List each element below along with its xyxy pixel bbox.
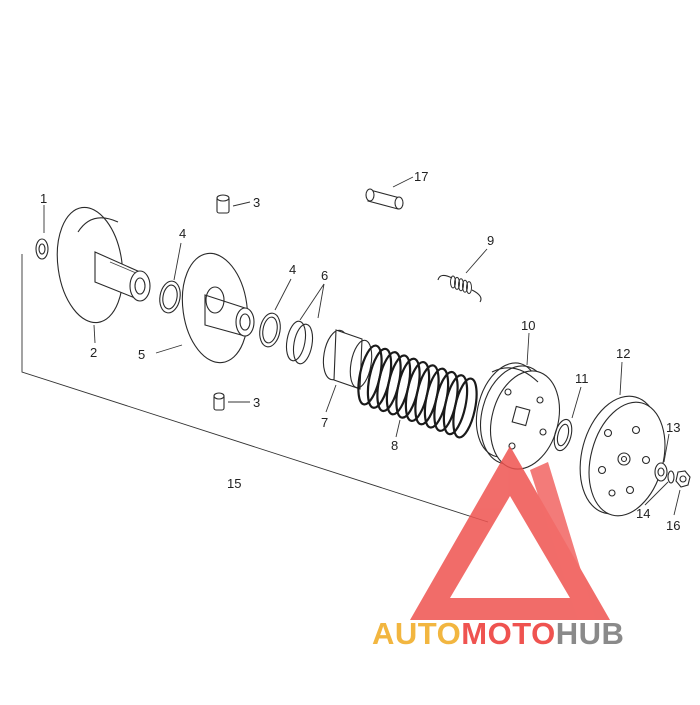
brand-part-auto: AUTO xyxy=(372,616,462,651)
callout-16: 16 xyxy=(666,518,680,533)
assembly-bracket-15 xyxy=(21,254,489,523)
part-11-ring xyxy=(553,418,573,452)
part-1-washer xyxy=(35,238,49,260)
watermark-logo-icon xyxy=(410,446,610,620)
part-3-pin-upper xyxy=(216,194,230,214)
small-spring-coil xyxy=(462,279,468,293)
spring-coil xyxy=(452,377,478,439)
callout-2: 2 xyxy=(90,345,97,360)
callout-1: 1 xyxy=(40,191,47,206)
callout-4-right: 4 xyxy=(289,262,296,277)
part-16-nut xyxy=(675,470,691,488)
callout-12: 12 xyxy=(616,346,630,361)
part-10-clutch xyxy=(475,362,560,470)
watermark-brand-text: AUTOMOTOHUB xyxy=(372,616,692,656)
part-4-o-ring-b xyxy=(259,312,281,348)
small-spring-coil xyxy=(454,276,460,290)
part-9-small-spring xyxy=(437,274,482,303)
part-17-roller xyxy=(365,188,404,210)
callout-3-lower: 3 xyxy=(253,395,260,410)
callout-9: 9 xyxy=(487,233,494,248)
callout-8: 8 xyxy=(391,438,398,453)
callout-14: 14 xyxy=(636,506,650,521)
small-spring-coil xyxy=(450,275,456,289)
callout-3-upper: 3 xyxy=(253,195,260,210)
spring-coil xyxy=(442,374,469,436)
callout-17: 17 xyxy=(414,169,428,184)
callout-15: 15 xyxy=(227,476,241,491)
brand-part-moto: MOTO xyxy=(461,616,556,651)
callout-10: 10 xyxy=(521,318,535,333)
brand-part-hub: HUB xyxy=(555,616,625,651)
small-spring-coil xyxy=(466,281,472,295)
part-12-clutch-bell xyxy=(579,395,666,517)
callout-11: 11 xyxy=(575,371,589,386)
callout-5: 5 xyxy=(138,347,145,362)
part-7-sleeve xyxy=(322,329,373,390)
small-spring-coil xyxy=(458,278,464,292)
callout-13: 13 xyxy=(666,420,680,435)
part-callouts: 1 2 3 3 4 4 5 6 7 8 9 10 11 12 13 14 15 … xyxy=(40,169,680,533)
part-14-spring-washer xyxy=(667,470,675,484)
part-3-pin-lower xyxy=(213,392,225,411)
callout-7: 7 xyxy=(321,415,328,430)
callout-6: 6 xyxy=(321,268,328,283)
part-4-o-ring-a xyxy=(159,280,181,314)
part-2-fixed-pulley xyxy=(56,206,151,324)
small-spring-hook xyxy=(471,289,482,303)
part-8-spring xyxy=(357,344,478,439)
part-5-movable-pulley xyxy=(181,252,255,364)
small-spring-hook xyxy=(437,274,453,281)
callout-4-left: 4 xyxy=(179,226,186,241)
part-6-seal-rings xyxy=(285,320,314,365)
leader-lines xyxy=(43,176,681,516)
part-13-washer xyxy=(654,462,668,482)
